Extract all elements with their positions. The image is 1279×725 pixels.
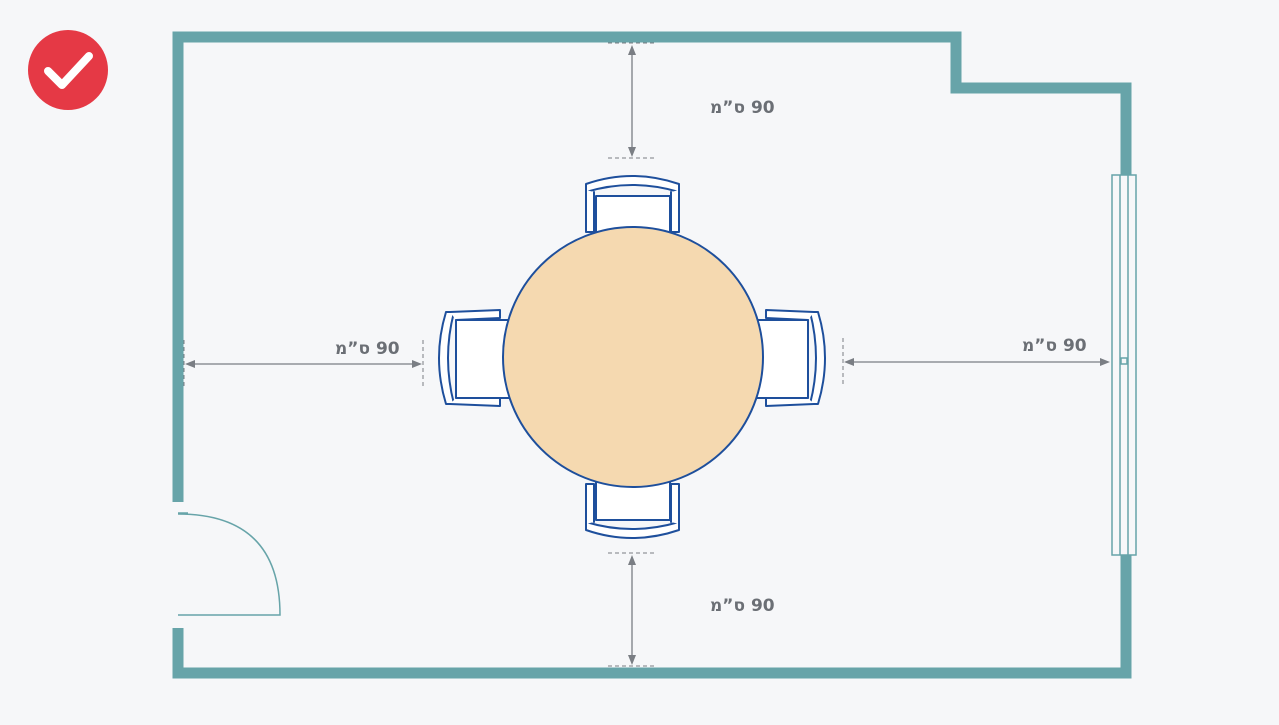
dim-left-arrow-1 — [185, 360, 195, 368]
room-walls — [172, 31, 1132, 679]
dimension-top — [608, 42, 656, 159]
chair-left-backrest — [438, 311, 455, 405]
round-table — [502, 226, 764, 488]
dimension-right — [842, 338, 1110, 384]
dim-top-arrow-1 — [628, 45, 636, 55]
dim-right-arrow-1 — [844, 358, 854, 366]
window — [1111, 174, 1137, 556]
dimension-left — [183, 340, 424, 386]
dim-right-arrow-2 — [1100, 358, 1110, 366]
chair-left-arm-top — [449, 309, 501, 321]
dim-right-label: 90 ס”מ — [1022, 336, 1087, 356]
wall-top-left — [172, 31, 1132, 502]
window-handle — [1120, 357, 1128, 365]
chair-left-arm-bottom — [449, 397, 501, 407]
dim-top-arrow-2 — [628, 147, 636, 157]
chair-right-arm-top — [765, 309, 815, 321]
badge-circle — [28, 30, 108, 110]
chair-right-arm-bottom — [765, 397, 815, 407]
window-frame — [1111, 174, 1137, 556]
checkmark-icon — [44, 52, 93, 89]
dim-left-arrow-2 — [412, 360, 422, 368]
chair-left — [438, 309, 513, 407]
chair-top-backrest — [585, 175, 680, 193]
chair-bottom — [585, 475, 680, 539]
dimension-bottom — [608, 552, 656, 667]
dim-bottom-label: 90 ס”מ — [710, 596, 775, 616]
wall-bottom — [172, 555, 1132, 679]
chair-top-arm-left — [585, 189, 595, 233]
chair-bottom-arm-left — [585, 483, 595, 525]
chair-bottom-backrest — [585, 521, 680, 539]
dim-left-label: 90 ס”מ — [335, 339, 400, 359]
chair-right-backrest — [809, 311, 826, 405]
dim-bottom-arrow-1 — [628, 555, 636, 565]
door-swing-arc — [177, 513, 281, 616]
chair-right — [753, 309, 826, 407]
door — [177, 512, 281, 616]
chair-top-arm-right — [670, 189, 680, 233]
dim-top-label: 90 ס”מ — [710, 98, 775, 118]
chair-top — [585, 175, 680, 239]
chair-bottom-arm-right — [670, 483, 680, 525]
dim-bottom-arrow-2 — [628, 655, 636, 665]
checkmark-badge — [28, 30, 108, 110]
